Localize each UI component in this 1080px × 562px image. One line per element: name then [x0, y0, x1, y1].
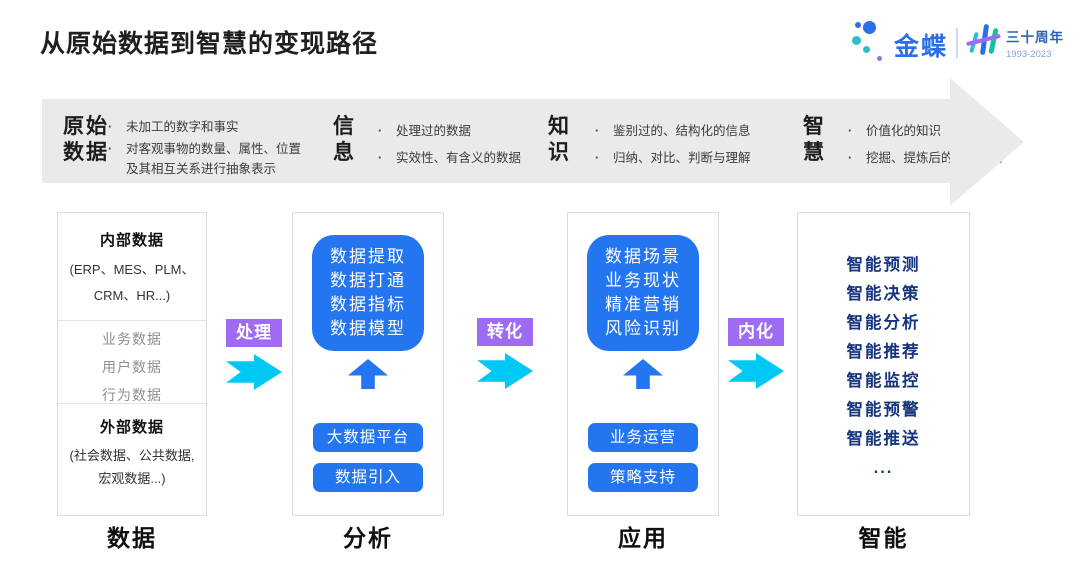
panel-analysis: 数据提取 数据打通 数据指标 数据模型 大数据平台 数据引入: [292, 212, 444, 516]
divider: [58, 320, 206, 321]
logo-dot-icon: [863, 46, 870, 53]
list-item: 智能推荐: [846, 343, 921, 361]
footer-data: 数据: [107, 525, 157, 551]
logo-dot-icon: [855, 22, 861, 28]
logo-divider: [956, 28, 958, 58]
list-item: 智能预警: [846, 401, 921, 419]
banner-arrowhead-icon: [950, 78, 1024, 206]
stage-banner: 原始数据 未加工的数字和事实 对客观事物的数量、属性、位置及其相互关系进行抽象表…: [42, 99, 1004, 183]
intelligence-list: 智能预测 智能决策 智能分析 智能推荐 智能监控 智能预警 智能推送 ...: [798, 213, 969, 483]
stage-label-raw-data: 原始数据: [63, 115, 109, 164]
up-arrow-icon: [348, 359, 388, 389]
list-item: 智能分析: [846, 314, 921, 332]
panel-application: 数据场景 业务现状 精准营销 风险识别 业务运营 策略支持: [567, 212, 719, 516]
logo-dot-icon: [863, 21, 876, 34]
footer-analysis: 分析: [343, 525, 393, 551]
list-item: 智能推送: [846, 430, 921, 448]
external-data-title: 外部数据: [99, 419, 164, 436]
stage-bullets-knowledge: 鉴别过的、结构化的信息 归纳、对比、判断与理解: [595, 121, 795, 175]
connector-process: 处理: [226, 319, 282, 390]
anniversary-years: 1993-2023: [1006, 49, 1052, 60]
footer-application: 应用: [618, 525, 668, 551]
anniversary-title: 三十周年: [1006, 30, 1064, 45]
stage-bullets-raw-data: 未加工的数字和事实 对客观事物的数量、属性、位置及其相互关系进行抽象表示: [108, 117, 304, 181]
up-arrow-icon: [623, 359, 663, 389]
transform-badge: 转化: [477, 318, 533, 346]
right-arrow-icon: [226, 354, 282, 390]
list-item: ...: [873, 459, 894, 477]
business-operation-chip: 业务运营: [588, 423, 698, 452]
logo-dot-icon: [877, 56, 882, 61]
middle-data-group: 业务数据 用户数据 行为数据: [102, 331, 162, 403]
stage-bullets-information: 处理过的数据 实效性、有含义的数据: [378, 121, 563, 175]
footer-intelligence: 智能: [858, 525, 909, 551]
internal-data-title: 内部数据: [99, 232, 164, 249]
application-core-card: 数据场景 业务现状 精准营销 风险识别: [587, 235, 699, 351]
connector-transform: 转化: [477, 318, 533, 389]
page-title: 从原始数据到智慧的变现路径: [40, 30, 379, 58]
internal-data-group: 内部数据 (ERP、MES、PLM、 CRM、HR...): [58, 229, 206, 309]
stage-label-knowledge: 知识: [548, 115, 571, 164]
stage-label-wisdom: 智慧: [803, 115, 826, 164]
panel-data: 内部数据 (ERP、MES、PLM、 CRM、HR...) 业务数据 用户数据 …: [57, 212, 207, 516]
right-arrow-icon: [728, 353, 784, 389]
stage-label-information: 信息: [333, 115, 356, 164]
external-data-group: 外部数据 (社会数据、公共数据, 宏观数据...): [58, 416, 206, 490]
list-item: 智能预测: [846, 256, 921, 274]
logo-dot-icon: [852, 36, 861, 45]
divider: [58, 403, 206, 404]
brand-name: 金蝶: [894, 33, 949, 61]
data-import-chip: 数据引入: [313, 463, 423, 492]
strategy-support-chip: 策略支持: [588, 463, 698, 492]
process-badge: 处理: [226, 319, 282, 347]
big-data-platform-chip: 大数据平台: [313, 423, 423, 452]
right-arrow-icon: [477, 353, 533, 389]
connector-internalize: 内化: [728, 318, 784, 389]
panel-intelligence: 智能预测 智能决策 智能分析 智能推荐 智能监控 智能预警 智能推送 ...: [797, 212, 970, 516]
internalize-badge: 内化: [728, 318, 784, 346]
list-item: 智能决策: [846, 285, 921, 303]
kingdee-logo: 金蝶 三十周年 1993-2023: [850, 18, 1065, 70]
thirty-anniversary-icon: [966, 22, 1001, 62]
anniversary-block: 三十周年 1993-2023: [1006, 26, 1064, 60]
analysis-core-card: 数据提取 数据打通 数据指标 数据模型: [312, 235, 424, 351]
list-item: 智能监控: [846, 372, 921, 390]
